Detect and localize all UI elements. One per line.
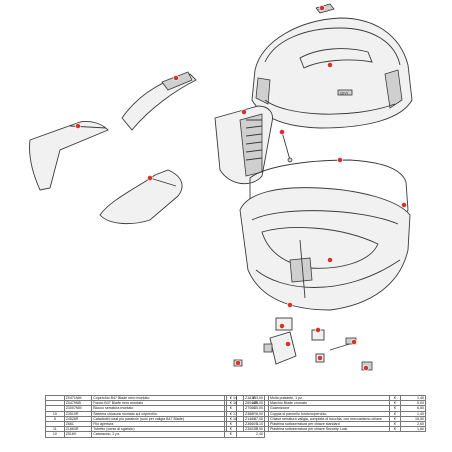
lid-part: GIVI xyxy=(251,17,413,129)
callout-7 xyxy=(279,129,285,135)
callout-16 xyxy=(363,365,369,371)
currency-cell: € xyxy=(224,431,238,438)
callout-1 xyxy=(319,5,325,11)
chrome-badge-part xyxy=(315,3,335,14)
upper-reflector-panel xyxy=(121,71,197,131)
callout-11 xyxy=(287,302,293,308)
callout-12 xyxy=(279,323,285,329)
callout-3 xyxy=(173,75,179,81)
price-cell: 2,40 xyxy=(236,431,265,438)
callout-14 xyxy=(315,327,321,333)
callout-10 xyxy=(327,257,333,263)
right-reflector-panel xyxy=(214,105,273,185)
callout-2 xyxy=(327,62,333,68)
callout-markers xyxy=(75,5,407,371)
part-description-cell: Cataraccio, 2 pz. xyxy=(91,431,226,438)
callout-5 xyxy=(147,175,153,181)
left-side-panel xyxy=(29,121,109,191)
callout-8 xyxy=(337,157,343,163)
base-shell-part xyxy=(239,187,411,311)
callout-15 xyxy=(351,339,357,345)
lock-assembly-parts xyxy=(233,317,373,371)
callout-13 xyxy=(285,341,291,347)
part-code-cell: Z5169 xyxy=(63,431,93,438)
lid-emblem-text: GIVI xyxy=(340,90,348,95)
lower-bumper-panel xyxy=(99,169,183,224)
part-code-cell: Z3502R xyxy=(243,426,269,433)
part-description-cell: Chiave serratura valigia, completa di bo… xyxy=(268,415,390,423)
part-number-cell: 11 xyxy=(45,426,65,433)
callout-6 xyxy=(241,109,247,115)
callout-18 xyxy=(317,355,323,361)
part-number-cell: 10 xyxy=(45,431,65,438)
part-number-cell: 5 xyxy=(45,415,65,423)
callout-17 xyxy=(235,360,241,366)
exploded-parts-diagram: GIVI xyxy=(29,3,413,371)
price-cell: 1,60 xyxy=(400,426,426,433)
part-number-cell: 15 xyxy=(45,410,65,417)
part-description-cell: Piastrina sottoserratura per chiave Secu… xyxy=(268,426,390,433)
callout-4 xyxy=(75,123,81,129)
callout-9 xyxy=(401,202,407,208)
currency-cell: € xyxy=(389,426,401,433)
part-number-cell xyxy=(226,426,244,433)
